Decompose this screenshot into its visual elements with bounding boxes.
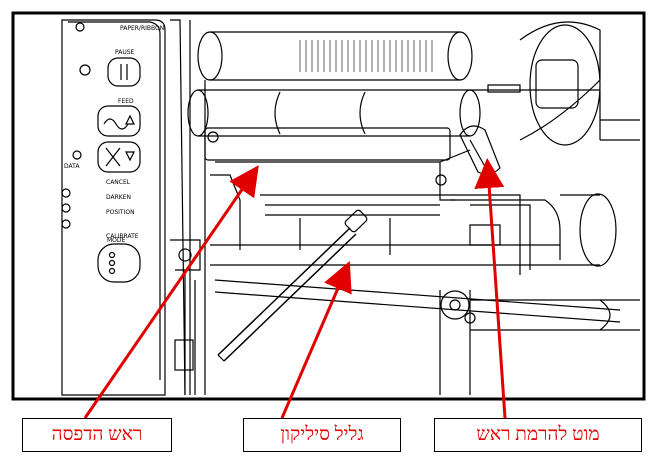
label-cancel: CANCEL <box>106 179 131 186</box>
illustration-frame <box>11 11 646 401</box>
callout-arrows <box>83 158 507 419</box>
label-mode: MODE <box>107 237 126 244</box>
arrow-print-head <box>83 165 259 419</box>
label-feed: FEED <box>118 98 134 105</box>
arrow-head-lift-lever <box>474 158 507 419</box>
callout-print-head: ראש הדפסה <box>22 418 172 452</box>
label-pause: PAUSE <box>115 49 135 56</box>
label-darken: DARKEN <box>106 194 131 201</box>
label-position: POSITION <box>106 209 135 216</box>
label-paper-ribbon: PAPER/RIBBON <box>120 25 164 32</box>
control-panel-labels: PAPER/RIBBON PAUSE FEED DATA CANCEL DARK… <box>64 25 164 244</box>
arrow-silicone-roller <box>280 260 352 419</box>
callout-silicone-roller: גליל סיליקון <box>243 418 401 452</box>
callout-head-lift-lever: מוט להרמת ראש <box>434 418 642 452</box>
label-calibrate: CALIBRATE <box>106 233 139 240</box>
label-data: DATA <box>64 163 80 170</box>
